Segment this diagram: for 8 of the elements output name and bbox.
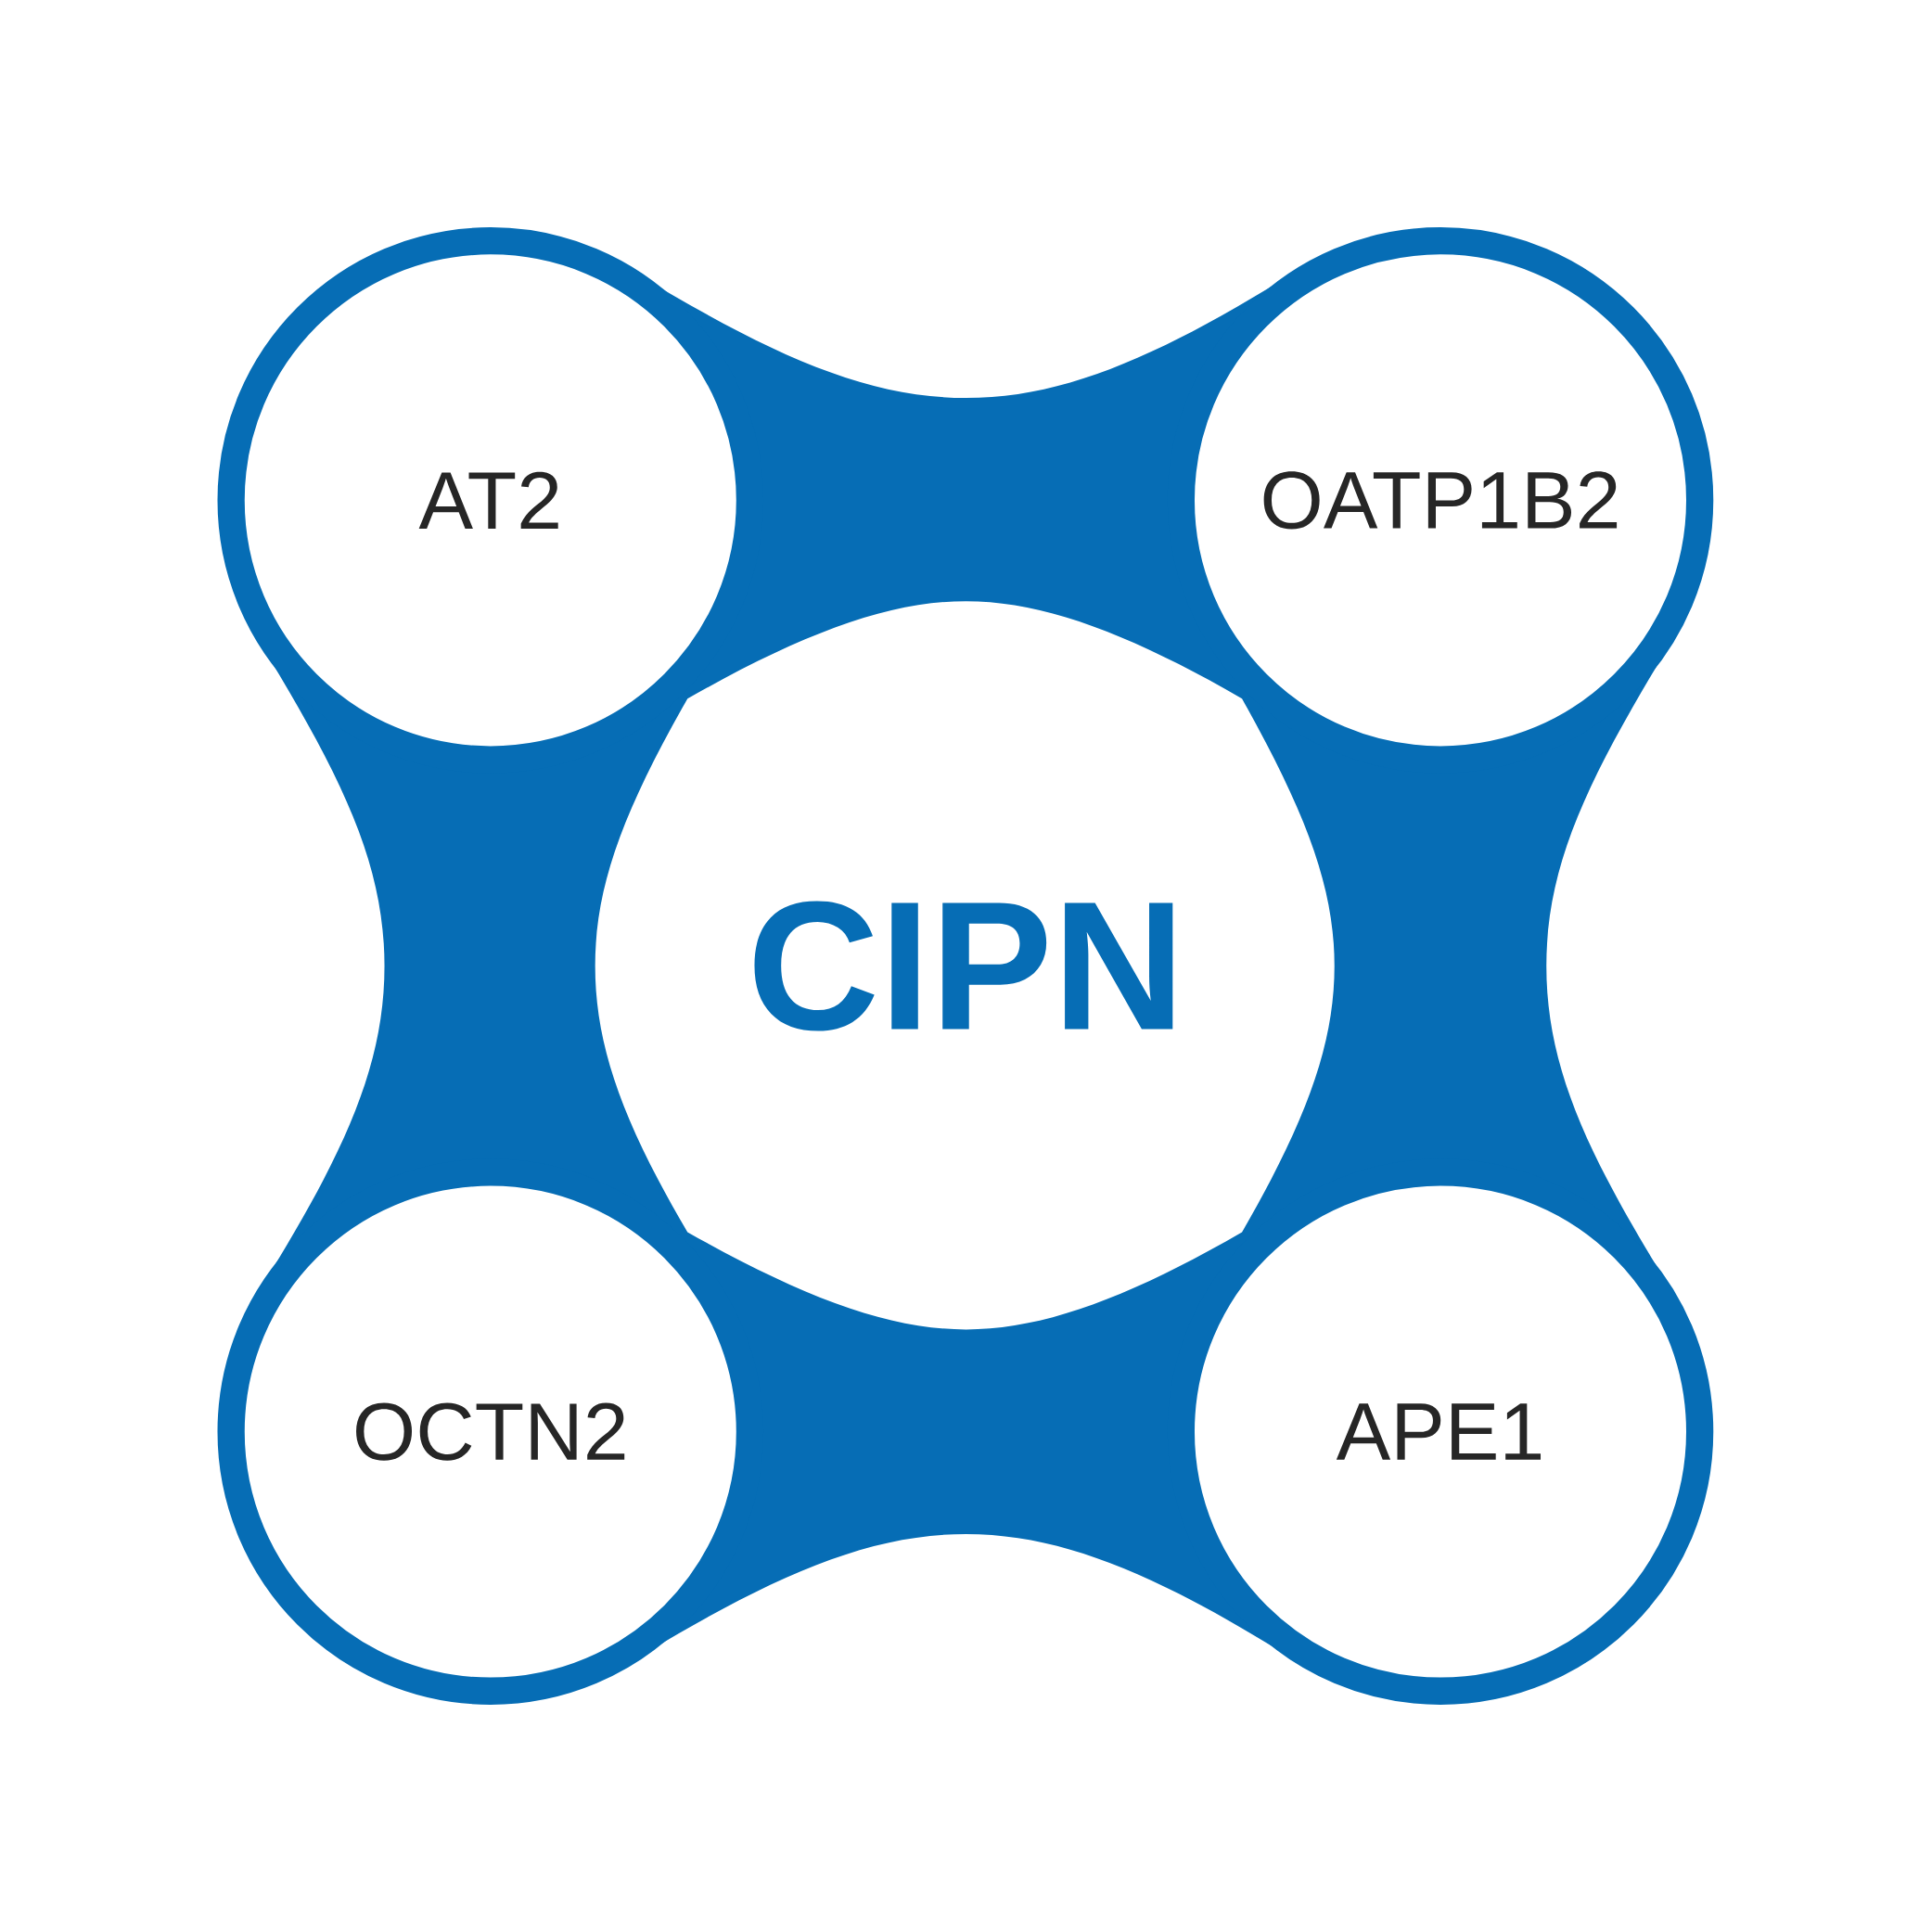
node-label: OATP1B2 xyxy=(1263,471,1618,530)
circle-node: AT2 xyxy=(217,227,764,774)
circle-node: OATP1B2 xyxy=(1167,227,1714,774)
circle-node: OCTN2 xyxy=(217,1158,764,1705)
center-label: CIPN xyxy=(754,901,1173,1031)
node-label: OCTN2 xyxy=(356,1402,625,1461)
node-label: APE1 xyxy=(1336,1403,1542,1460)
circle-node: APE1 xyxy=(1167,1158,1714,1705)
